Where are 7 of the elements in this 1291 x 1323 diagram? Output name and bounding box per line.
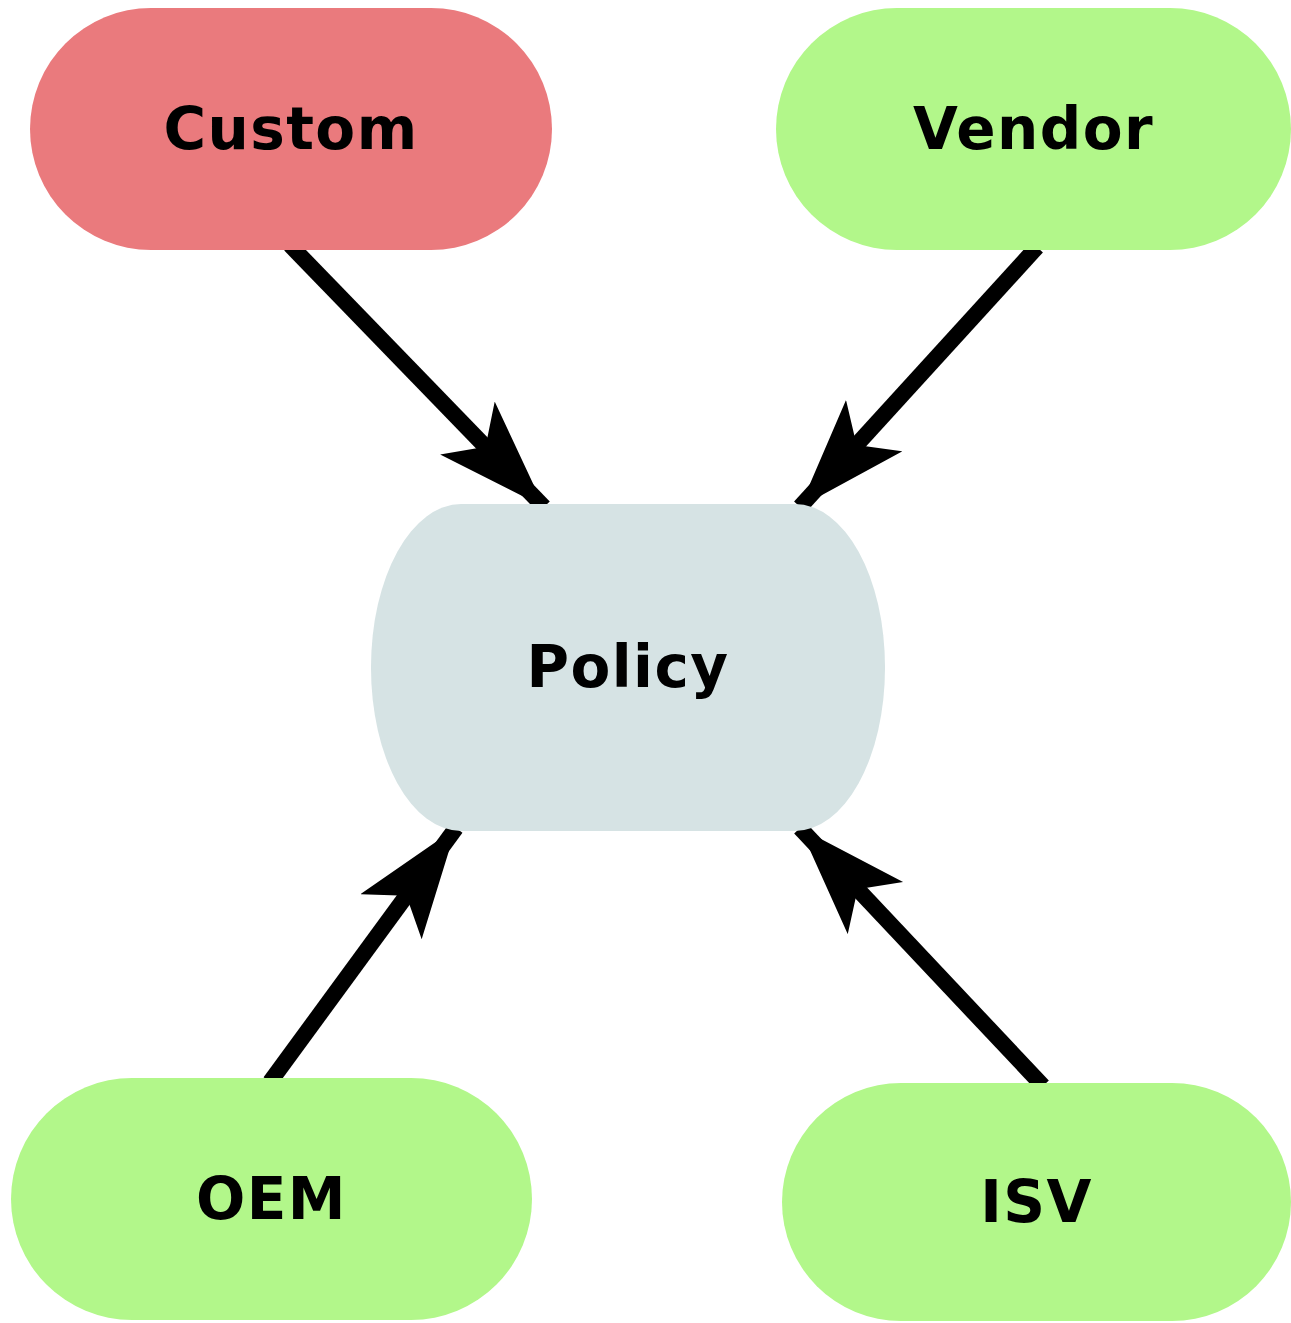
- node-label: ISV: [980, 1166, 1093, 1238]
- source-box: [776, 8, 1291, 250]
- source-box: [782, 1083, 1291, 1321]
- node-label: Vendor: [913, 93, 1154, 165]
- node-label: Policy: [526, 632, 730, 703]
- node-label: OEM: [196, 1163, 347, 1235]
- node-label: Custom: [163, 93, 419, 165]
